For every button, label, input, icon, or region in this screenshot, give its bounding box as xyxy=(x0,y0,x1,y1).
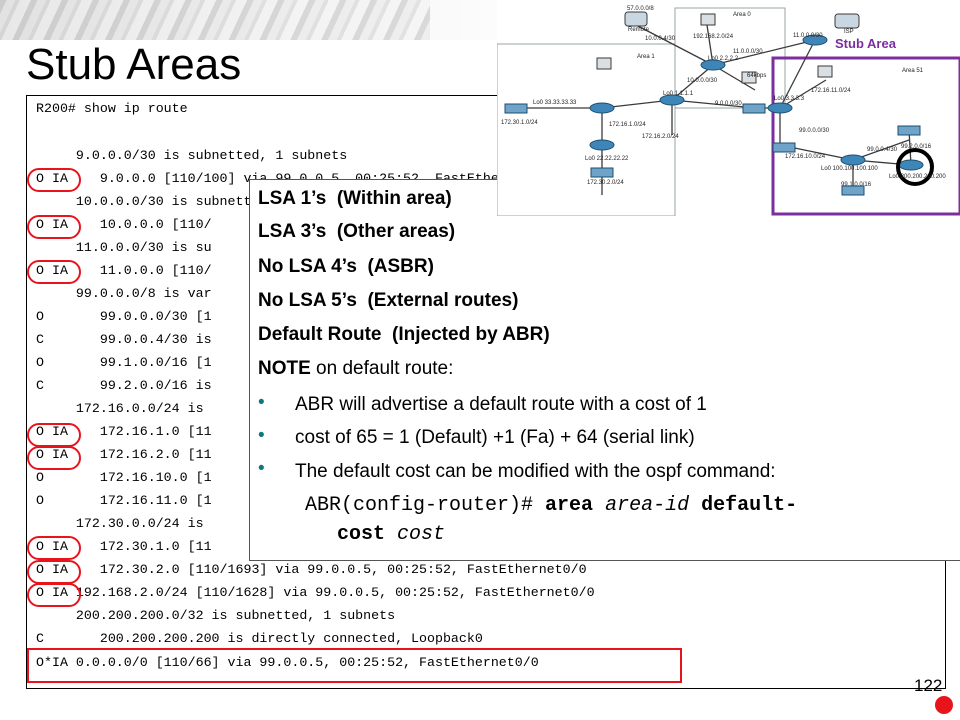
no-lsa4-text: No LSA 4’s (ASBR) xyxy=(258,256,434,277)
topo-lo0-2: Lo0 2.2.2.2 xyxy=(708,56,739,62)
terminal-line: O 99.0.0.0/30 [1 xyxy=(36,309,212,324)
highlight-ring-ia-172-16-1 xyxy=(27,423,81,447)
terminal-line: 172.30.0.0/24 is xyxy=(36,516,204,531)
no-lsa5-text: No LSA 5’s (External routes) xyxy=(258,290,519,311)
topo-area0: Area 0 xyxy=(733,12,751,18)
topo-net-17232: 172.30.2.0/24 xyxy=(587,180,624,186)
cmd-area-id: area-id xyxy=(593,494,702,517)
topo-remote: Remote xyxy=(628,27,650,33)
highlight-ring-ia-10 xyxy=(27,215,81,239)
terminal-line: 9.0.0.0/30 is subnetted, 1 subnets xyxy=(36,148,348,163)
bullet-text-2: cost of 65 = 1 (Default) +1 (Fa) + 64 (s… xyxy=(295,427,695,448)
note-rest: on default route: xyxy=(310,358,454,379)
cmd-cost-arg: cost xyxy=(385,523,446,546)
topo-net-99: 99.0.0.0/30 xyxy=(799,128,830,134)
topo-net-9920: 99.2.0.0/16 xyxy=(901,144,932,150)
topo-net-192: 192.168.2.0/24 xyxy=(693,34,734,40)
ospf-command-line-1: ABR(config-router)# area area-id default… xyxy=(305,494,797,517)
topo-isp: ISP xyxy=(844,29,854,35)
highlight-ring-ia-9 xyxy=(27,168,81,192)
topo-area51: Area 51 xyxy=(902,68,924,74)
topo-net-9910: 99.1.0.0/16 xyxy=(841,182,872,188)
topo-net-1722: 172.16.2.0/24 xyxy=(642,134,679,140)
terminal-line: O 172.16.11.0 [1 xyxy=(36,493,212,508)
topo-net-10b: 10.0.0.0/30 xyxy=(687,78,718,84)
stub-area-box xyxy=(771,56,960,216)
note-line: NOTE on default route: xyxy=(258,358,453,380)
terminal-line: O 99.1.0.0/16 [1 xyxy=(36,355,212,370)
topo-speed: 64kbps xyxy=(747,73,766,79)
bullet-text-1: ABR will advertise a default route with … xyxy=(295,394,707,415)
red-dot-marker xyxy=(935,696,953,714)
terminal-line: O 172.16.10.0 [1 xyxy=(36,470,212,485)
area1-box xyxy=(497,43,676,216)
topo-net-1723: 172.30.1.0/24 xyxy=(501,120,538,126)
bullet-icon: • xyxy=(258,392,265,413)
topo-lo0-111: Lo0 1.1.1.1 xyxy=(663,91,694,97)
terminal-line: O IA 172.30.2.0 [110/1693] via 99.0.0.5,… xyxy=(36,562,587,577)
cmd-default: default- xyxy=(701,494,798,517)
topo-net-994: 99.0.0.4/30 xyxy=(867,147,898,153)
highlight-ring-ia-192 xyxy=(27,583,81,607)
banner-texture xyxy=(0,0,430,40)
terminal-line: R200# show ip route xyxy=(36,101,188,116)
terminal-line: O IA 192.168.2.0/24 [110/1628] via 99.0.… xyxy=(36,585,595,600)
terminal-line: C 200.200.200.200 is directly connected,… xyxy=(36,631,483,646)
cmd-area: area xyxy=(545,494,594,517)
lsa1-text: LSA 1’s (Within area) xyxy=(258,188,452,209)
cmd-prompt: ABR(config-router)# xyxy=(305,494,546,517)
bullet-text-3: The default cost can be modified with th… xyxy=(295,461,776,482)
topo-net-90: 9.0.0.0/30 xyxy=(715,101,742,107)
topo-lo0-333b: Lo0 3.3.3.3 xyxy=(774,96,805,102)
cmd-cost: cost xyxy=(337,523,386,546)
topo-net-11: 11.0.0.0/30 xyxy=(793,33,823,39)
bullet-icon: • xyxy=(258,458,265,479)
topo-net-172-10: 172.16.10.0/24 xyxy=(785,154,826,160)
stub-area-label: Stub Area xyxy=(835,36,897,51)
ospf-topology-diagram: 57.0.0.0/8 Remote Area 0 10.0.0.4/30 192… xyxy=(497,0,960,216)
highlight-ring-ia-11 xyxy=(27,260,81,284)
topo-net-57: 57.0.0.0/8 xyxy=(627,6,654,12)
terminal-line: 200.200.200.0/32 is subnetted, 1 subnets xyxy=(36,608,396,623)
topo-lo0-333: Lo0 33.33.33.33 xyxy=(533,100,577,106)
lsa3-text: LSA 3’s (Other areas) xyxy=(258,221,456,242)
slide-title: Stub Areas xyxy=(26,40,242,89)
terminal-line: O*IA 0.0.0.0/0 [110/66] via 99.0.0.5, 00… xyxy=(36,655,539,670)
topo-lo0-2222: Lo0 22.22.22.22 xyxy=(585,156,629,162)
lsa-callout xyxy=(249,179,960,561)
topo-net-172-11: 172.16.11.0/24 xyxy=(811,88,851,94)
topo-area1: Area 1 xyxy=(637,54,655,60)
topo-net-11b: 11.0.0.0/30 xyxy=(733,49,763,55)
terminal-line: 11.0.0.0/30 is su xyxy=(36,240,212,255)
highlight-ring-ia-172-16-2 xyxy=(27,446,81,470)
topo-lo0-100: Lo0 100.100.100.100 xyxy=(821,166,878,172)
note-label: NOTE xyxy=(258,358,311,379)
highlight-box-default-route xyxy=(27,648,682,683)
terminal-line: C 99.2.0.0/16 is xyxy=(36,378,212,393)
terminal-line: 172.16.0.0/24 is xyxy=(36,401,204,416)
terminal-line: 99.0.0.0/8 is var xyxy=(36,286,212,301)
topo-net-1721: 172.16.1.0/24 xyxy=(609,122,646,128)
r200-highlight-circle xyxy=(896,148,934,186)
highlight-ring-ia-172-30-2 xyxy=(27,560,81,584)
page-number: 122 xyxy=(914,676,943,695)
topo-net-10: 10.0.0.4/30 xyxy=(645,36,676,42)
topo-lo0-200: Lo0 200.200.200.200 xyxy=(889,174,946,180)
default-route-text: Default Route (Injected by ABR) xyxy=(258,324,550,345)
terminal-line: C 99.0.0.4/30 is xyxy=(36,332,212,347)
ospf-command-line-2: cost cost xyxy=(337,523,445,546)
bullet-icon: • xyxy=(258,425,265,446)
highlight-ring-ia-172-30-1 xyxy=(27,536,81,560)
